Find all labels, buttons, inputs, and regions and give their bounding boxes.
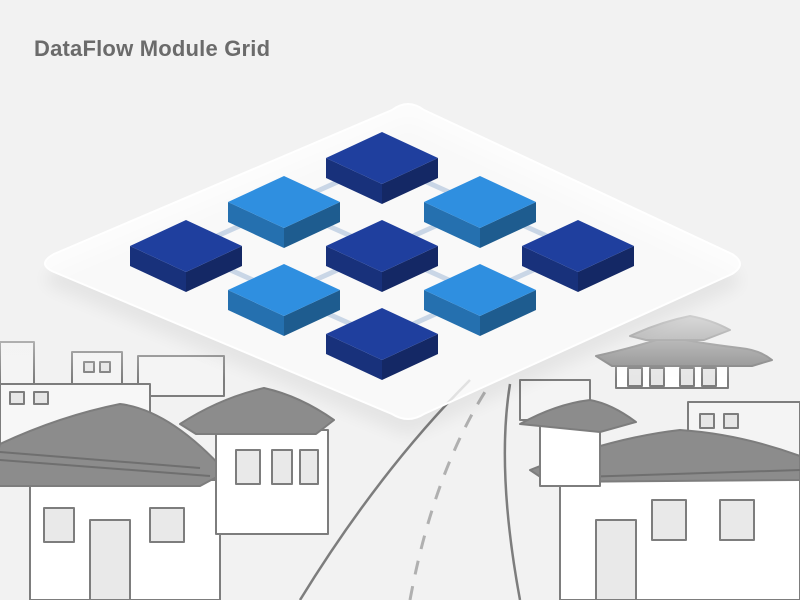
module-top <box>228 176 340 228</box>
module-side-right <box>480 290 536 336</box>
module-top <box>326 308 438 360</box>
module-m7 <box>228 264 340 336</box>
module-side-right <box>186 246 242 292</box>
module-side-left <box>228 290 284 336</box>
module-top <box>424 176 536 228</box>
module-m3 <box>424 176 536 248</box>
module-m1 <box>326 132 438 204</box>
module-side-left <box>424 290 480 336</box>
module-m6 <box>522 220 634 292</box>
module-top <box>130 220 242 272</box>
module-side-left <box>326 158 382 204</box>
module-side-left <box>326 334 382 380</box>
module-m5 <box>326 220 438 292</box>
module-side-right <box>578 246 634 292</box>
module-side-left <box>228 202 284 248</box>
module-top <box>228 264 340 316</box>
module-side-right <box>480 202 536 248</box>
module-top <box>326 132 438 184</box>
module-top <box>326 220 438 272</box>
module-side-left <box>130 246 186 292</box>
module-side-left <box>522 246 578 292</box>
module-layer <box>130 132 634 380</box>
module-m2 <box>228 176 340 248</box>
module-side-right <box>382 246 438 292</box>
hanok-house-left <box>0 403 227 600</box>
module-side-right <box>284 202 340 248</box>
module-side-right <box>382 334 438 380</box>
module-side-left <box>424 202 480 248</box>
page-title: DataFlow Module Grid <box>34 36 271 61</box>
module-side-left <box>326 246 382 292</box>
hanok-house-right <box>519 399 800 600</box>
hanok-house-center-left <box>179 387 335 535</box>
module-m8 <box>424 264 536 336</box>
module-m9 <box>326 308 438 380</box>
module-side-right <box>382 158 438 204</box>
module-m4 <box>130 220 242 292</box>
module-side-right <box>284 290 340 336</box>
module-top <box>522 220 634 272</box>
module-top <box>424 264 536 316</box>
